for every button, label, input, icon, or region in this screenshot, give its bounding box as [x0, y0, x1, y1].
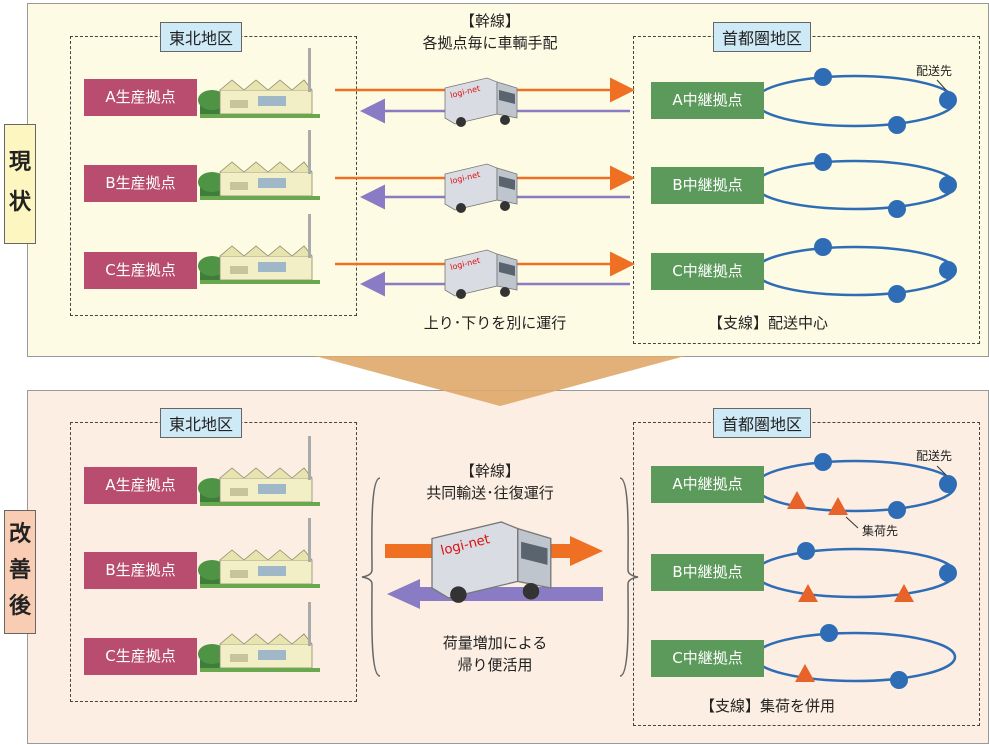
production-site: B生産拠点 — [84, 165, 197, 202]
truck-icon — [444, 77, 518, 128]
branch-note: 【支線】配送中心 — [708, 314, 829, 332]
delivery-point-icon — [888, 116, 906, 134]
delivery-point-icon — [939, 176, 957, 194]
factory-icon — [197, 129, 321, 201]
relay-hub: B中継拠点 — [651, 167, 764, 204]
current-label-char-2: 状 — [8, 190, 31, 215]
relay-hub: A中継拠点 — [651, 82, 764, 119]
tohoku-region-label: 東北地区 — [160, 408, 243, 438]
truck-icon — [444, 163, 518, 214]
delivery-point-icon — [888, 285, 906, 303]
factory-icon — [197, 435, 321, 507]
delivery-route-loop — [753, 459, 957, 513]
delivery-point-icon — [820, 624, 838, 642]
trunk-title: 【幹線】 — [459, 462, 520, 480]
shuto-region-label: 首都圏地区 — [713, 22, 812, 52]
transition-arrow — [315, 356, 685, 406]
pointer-line — [936, 79, 947, 91]
improved-label-char-1: 改 — [8, 522, 31, 547]
relay-hub: A中継拠点 — [651, 466, 764, 503]
improved-state-label: 改 善 後 — [4, 510, 36, 634]
delivery-point-icon — [939, 564, 957, 582]
delivery-route-loop — [753, 631, 957, 683]
production-site: C生産拠点 — [84, 638, 197, 675]
route-note-line-2: 帰り便活用 — [457, 656, 533, 674]
trunk-subtitle: 共同輸送･往復運行 — [426, 484, 554, 502]
route-note-line-1: 荷量増加による — [442, 634, 548, 652]
current-label-char-1: 現 — [8, 150, 31, 175]
current-state-label: 現 状 — [4, 124, 36, 244]
delivery-route-loop — [753, 74, 957, 128]
delivery-route-loop — [753, 159, 957, 211]
factory-icon — [197, 47, 321, 119]
tohoku-region-label: 東北地区 — [160, 22, 243, 52]
factory-icon — [197, 213, 321, 285]
delivery-point-icon — [890, 671, 908, 689]
delivery-point-icon — [939, 91, 957, 109]
shuto-region-label: 首都圏地区 — [713, 408, 812, 438]
delivery-dest-label: 配送先 — [916, 64, 953, 78]
branch-note: 【支線】集荷を併用 — [700, 697, 836, 715]
relay-hub: C中継拠点 — [651, 253, 764, 290]
pickup-point-icon — [787, 491, 807, 509]
right-brace — [619, 477, 639, 677]
relay-hub: C中継拠点 — [651, 640, 764, 677]
production-site: C生産拠点 — [84, 252, 197, 289]
production-site: A生産拠点 — [84, 467, 197, 504]
pointer-line — [845, 516, 859, 529]
factory-icon — [197, 601, 321, 673]
pickup-dest-label: 集荷先 — [862, 524, 899, 538]
improved-label-char-2: 善 — [8, 558, 31, 583]
delivery-route-loop — [753, 245, 957, 297]
trunk-title: 【幹線】 — [459, 12, 520, 30]
trunk-subtitle: 各拠点毎に車輌手配 — [422, 34, 558, 52]
delivery-point-icon — [814, 153, 832, 171]
production-site: B生産拠点 — [84, 552, 197, 589]
delivery-point-icon — [939, 261, 957, 279]
delivery-point-icon — [814, 453, 832, 471]
factory-icon — [197, 517, 321, 589]
left-brace — [361, 477, 381, 677]
truck-icon — [444, 249, 518, 300]
delivery-point-icon — [939, 475, 957, 493]
delivery-point-icon — [814, 238, 832, 256]
route-note: 上り･下りを別に運行 — [423, 314, 567, 332]
pickup-point-icon — [795, 664, 815, 682]
pickup-point-icon — [894, 584, 914, 602]
return-arrow — [387, 579, 603, 609]
delivery-route-loop — [753, 547, 957, 599]
improved-label-char-3: 後 — [8, 594, 31, 619]
pickup-point-icon — [798, 584, 818, 602]
delivery-point-icon — [888, 501, 906, 519]
delivery-point-icon — [814, 68, 832, 86]
pointer-line — [936, 465, 947, 476]
pickup-point-icon — [828, 497, 848, 515]
delivery-point-icon — [797, 542, 815, 560]
relay-hub: B中継拠点 — [651, 554, 764, 591]
delivery-point-icon — [888, 200, 906, 218]
production-site: A生産拠点 — [84, 79, 197, 116]
delivery-dest-label: 配送先 — [916, 449, 953, 463]
